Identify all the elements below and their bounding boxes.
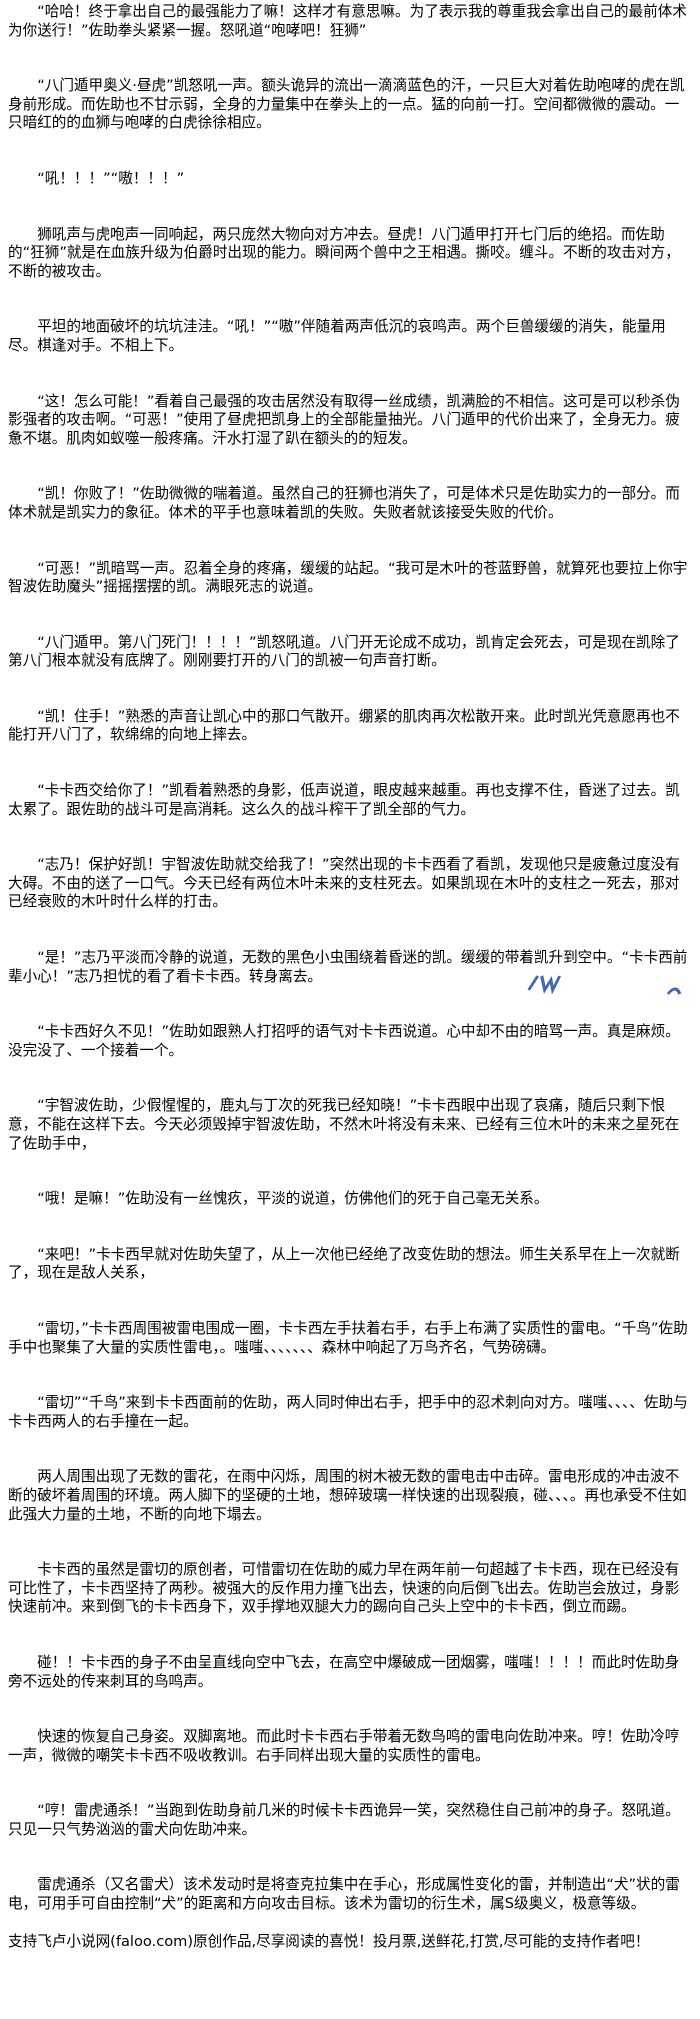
paragraph: “雷切，”卡卡西周围被雷电围成一圈，卡卡西左手扶着右手，右手上布满了实质性的雷电…	[8, 1319, 688, 1356]
paragraph: 卡卡西的虽然是雷切的原创者，可惜雷切在佐助的威力早在两年前一句超越了卡卡西，现在…	[8, 1561, 680, 1616]
paragraph: “哈哈！终于拿出自己的最强能力了嘛！这样才有意思嘛。为了表示我的尊重我会拿出自己…	[8, 3, 687, 39]
paragraph: “吼！！！”“嗷！！！”	[37, 169, 185, 187]
paragraph: 狮吼声与虎咆声一同响起，两只庞然大物向对方冲去。昼虎！八门遁甲打开七门后的绝招。…	[8, 225, 680, 280]
paragraph: 雷虎通杀（又名雷犬）该术发动时是将查克拉集中在手心，形成属性变化的雷，并制造出“…	[8, 1876, 680, 1913]
paragraph: “来吧！”卡卡西早就对佐助失望了，从上一次他已经绝了改变佐助的想法。师生关系早在…	[8, 1245, 680, 1282]
paragraph: 两人周围出现了无数的雷花，在雨中闪烁，周围的树木被无数的雷电击中击碎。雷电形成的…	[8, 1468, 687, 1523]
paragraph: “凯！你败了！”佐助微微的喘着道。虽然自己的狂狮也消失了，可是体术只是佐助实力的…	[8, 485, 680, 521]
paragraph: “哼！雷虎通杀！”当跑到佐助身前几米的时候卡卡西诡异一笑，突然稳住自己前冲的身子…	[8, 1802, 680, 1838]
paragraph: “是！”志乃平淡而冷静的说道，无数的黑色小虫围绕着昏迷的凯。缓缓的带着凯升到空中…	[8, 949, 688, 985]
paragraph: “雷切”“千鸟”来到卡卡西面前的佐助，两人同时伸出右手，把手中的忍术刺向对方。嗤…	[8, 1394, 688, 1430]
paragraph: 快速的恢复自己身姿。双脚离地。而此时卡卡西右手带着无数鸟鸣的雷电向佐助冲来。哼！…	[8, 1728, 680, 1764]
chapter-text: “哈哈！终于拿出自己的最强能力了嘛！这样才有意思嘛。为了表示我的尊重我会拿出自己…	[8, 3, 692, 1988]
paragraph: “凯！住手！”熟悉的声音让凯心中的那口气散开。绷紧的肌肉再次松散开来。此时凯光凭…	[8, 707, 680, 744]
paragraph: “这！怎么可能！”看着自己最强的攻击居然没有取得一丝成绩，凯满脸的不相信。这可是…	[8, 392, 680, 447]
paragraph: 碰！！卡卡西的身子不由呈直线向空中飞去，在高空中爆破成一团烟雾，嗤嗤！！！！而此…	[8, 1653, 680, 1690]
paragraph: “八门遁甲。第八门死门！！！！”凯怒吼道。八门开无论成不成功，凯肯定会死去，可是…	[8, 633, 680, 670]
site-support-footer: 支持飞卢小说网(faloo.com)原创作品,尽享阅读的喜悦！投月票,送鲜花,打…	[8, 1932, 650, 1950]
paragraph: “八门遁甲奥义·昼虎”凯怒吼一声。额头诡异的流出一滴滴蓝色的汗，一只巨大对着佐助…	[8, 77, 685, 132]
paragraph: “志乃！保护好凯！宇智波佐助就交给我了！”突然出现的卡卡西看了看凯，发现他只是疲…	[8, 856, 680, 911]
paragraph: “可恶！”凯暗骂一声。忍着全身的疼痛，缓缓的站起。“我可是木叶的苍蓝野兽，就算死…	[8, 559, 688, 596]
paragraph: “卡卡西好久不见！”佐助如跟熟人打招呼的语气对卡卡西说道。心中却不由的暗骂一声。…	[8, 1023, 680, 1059]
paragraph: “卡卡西交给你了！”凯看着熟悉的身影，低声说道，眼皮越来越重。再也支撑不住，昏迷…	[8, 782, 680, 818]
watermark-logo-icon	[527, 975, 682, 995]
paragraph: “哦！是嘛！”佐助没有一丝愧疚，平淡的说道，仿佛他们的死于自己毫无关系。	[37, 1190, 549, 1208]
paragraph: 平坦的地面破坏的坑坑洼洼。“吼！”“嗷”伴随着两声低沉的哀鸣声。两个巨兽缓缓的消…	[8, 318, 666, 354]
site-watermark	[517, 968, 694, 1000]
paragraph: “宇智波佐助，少假惺惺的，鹿丸与丁次的死我已经知晓！”卡卡西眼中出现了哀痛，随后…	[8, 1097, 680, 1152]
